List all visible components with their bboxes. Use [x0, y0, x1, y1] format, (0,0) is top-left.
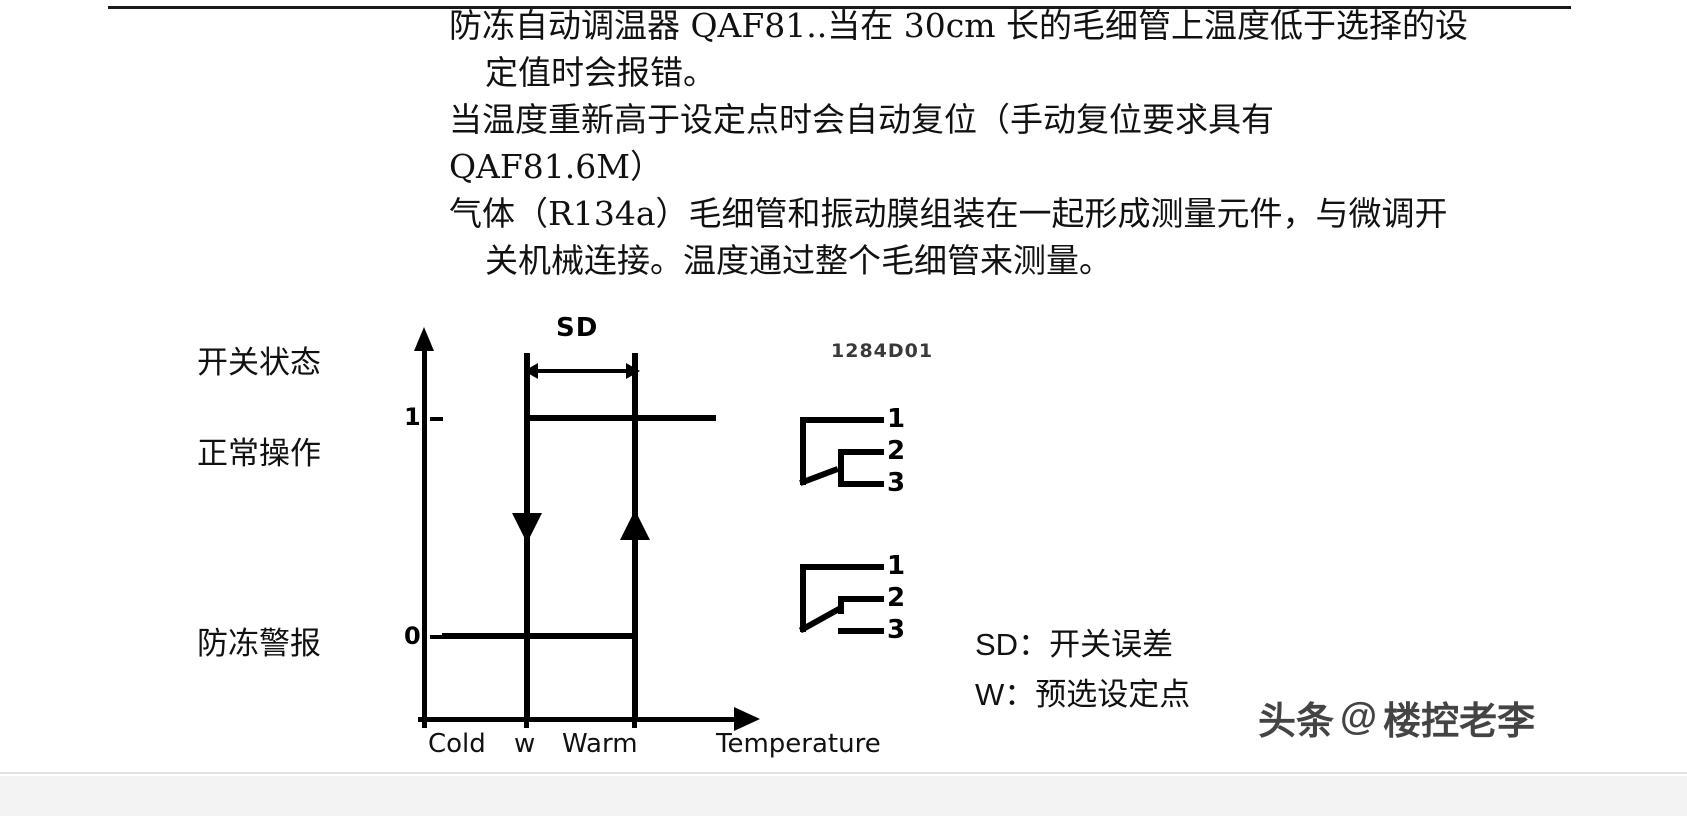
- sd-dimension-line: [532, 369, 632, 373]
- x-tick-label-w: w: [514, 729, 536, 759]
- x-axis-line: [418, 717, 743, 722]
- paragraph-line-5: 气体（R134a）毛细管和振动膜组装在一起形成测量元件，与微调开: [449, 194, 1448, 233]
- legend-text-w: 预选设定点: [1035, 677, 1191, 713]
- watermark-handle: 楼控老李: [1383, 698, 1536, 743]
- x-axis-arrow-icon: [734, 707, 760, 731]
- watermark-brand: 头条: [1258, 698, 1335, 743]
- rising-edge-lower: [632, 535, 638, 720]
- paragraph-line-2: 定值时会报错。: [485, 53, 716, 92]
- x-tick-warm: [632, 710, 637, 728]
- falling-edge-lower: [524, 535, 530, 720]
- normal-operation-contacts-diagram: 1 2 3: [795, 404, 925, 515]
- switch-contacts-icon: [798, 564, 884, 634]
- legend-row-sd: SD：开关误差: [975, 620, 1190, 670]
- watermark-at-symbol: @: [1340, 696, 1378, 738]
- y-axis-line: [422, 345, 427, 720]
- rising-edge-upper: [632, 353, 638, 518]
- hysteresis-chart: SD 1 0 Cold w Warm Temperature: [404, 305, 884, 765]
- watermark: 头条 @ 楼控老李: [1258, 690, 1535, 745]
- terminal-label-3: 3: [887, 615, 906, 645]
- rising-edge-arrow-icon: [620, 510, 650, 540]
- sd-annotation-label: SD: [556, 313, 599, 343]
- terminal-label-2: 2: [887, 583, 906, 613]
- y-tick-1: [430, 417, 443, 421]
- legend-text-sd: 开关误差: [1049, 627, 1174, 663]
- figure-legend: SD：开关误差 W：预选设定点: [975, 620, 1190, 720]
- legend-key-sd: SD：: [975, 627, 1050, 662]
- x-tick-label-warm: Warm: [562, 729, 638, 759]
- top-rule-divider: [108, 6, 1571, 9]
- x-tick-label-cold: Cold: [428, 729, 486, 759]
- paragraph-line-1: 防冻自动调温器 QAF81..当在 30cm 长的毛细管上温度低于选择的设: [449, 6, 1468, 45]
- terminal-label-1: 1: [887, 404, 906, 434]
- y-tick-label-0: 0: [404, 622, 421, 650]
- state-low-segment: [442, 633, 632, 639]
- label-frost-alarm: 防冻警报: [197, 626, 321, 662]
- x-tick-w: [524, 710, 529, 728]
- frost-alarm-contacts-diagram: 1 2 3: [795, 551, 925, 662]
- paragraph-line-3: 当温度重新高于设定点时会自动复位（手动复位要求具有: [449, 100, 1274, 139]
- body-text: 防冻自动调温器 QAF81..当在 30cm 长的毛细管上温度低于选择的设 定值…: [449, 2, 1489, 284]
- bottom-band: [0, 776, 1687, 816]
- legend-row-w: W：预选设定点: [975, 670, 1190, 720]
- label-normal-operation: 正常操作: [197, 436, 321, 472]
- legend-key-w: W：: [975, 677, 1036, 712]
- x-axis-title: Temperature: [716, 729, 881, 759]
- paragraph-line-4: QAF81.6M）: [449, 147, 664, 186]
- falling-edge-arrow-icon: [512, 513, 542, 543]
- terminal-label-2: 2: [887, 436, 906, 466]
- falling-edge-upper: [524, 353, 530, 518]
- state-high-segment: [526, 415, 716, 421]
- figure-code-label: 1284D01: [831, 340, 934, 362]
- label-switch-state: 开关状态: [197, 345, 321, 381]
- y-tick-label-1: 1: [404, 403, 421, 431]
- switch-contacts-icon: [799, 417, 884, 487]
- terminal-label-1: 1: [887, 551, 906, 581]
- terminal-label-3: 3: [887, 468, 906, 498]
- y-axis-arrow-icon: [414, 327, 434, 351]
- y-tick-0: [430, 635, 443, 639]
- x-tick-cold: [422, 710, 427, 728]
- bottom-rule-divider: [0, 772, 1687, 774]
- paragraph-line-6: 关机械连接。温度通过整个毛细管来测量。: [485, 241, 1112, 280]
